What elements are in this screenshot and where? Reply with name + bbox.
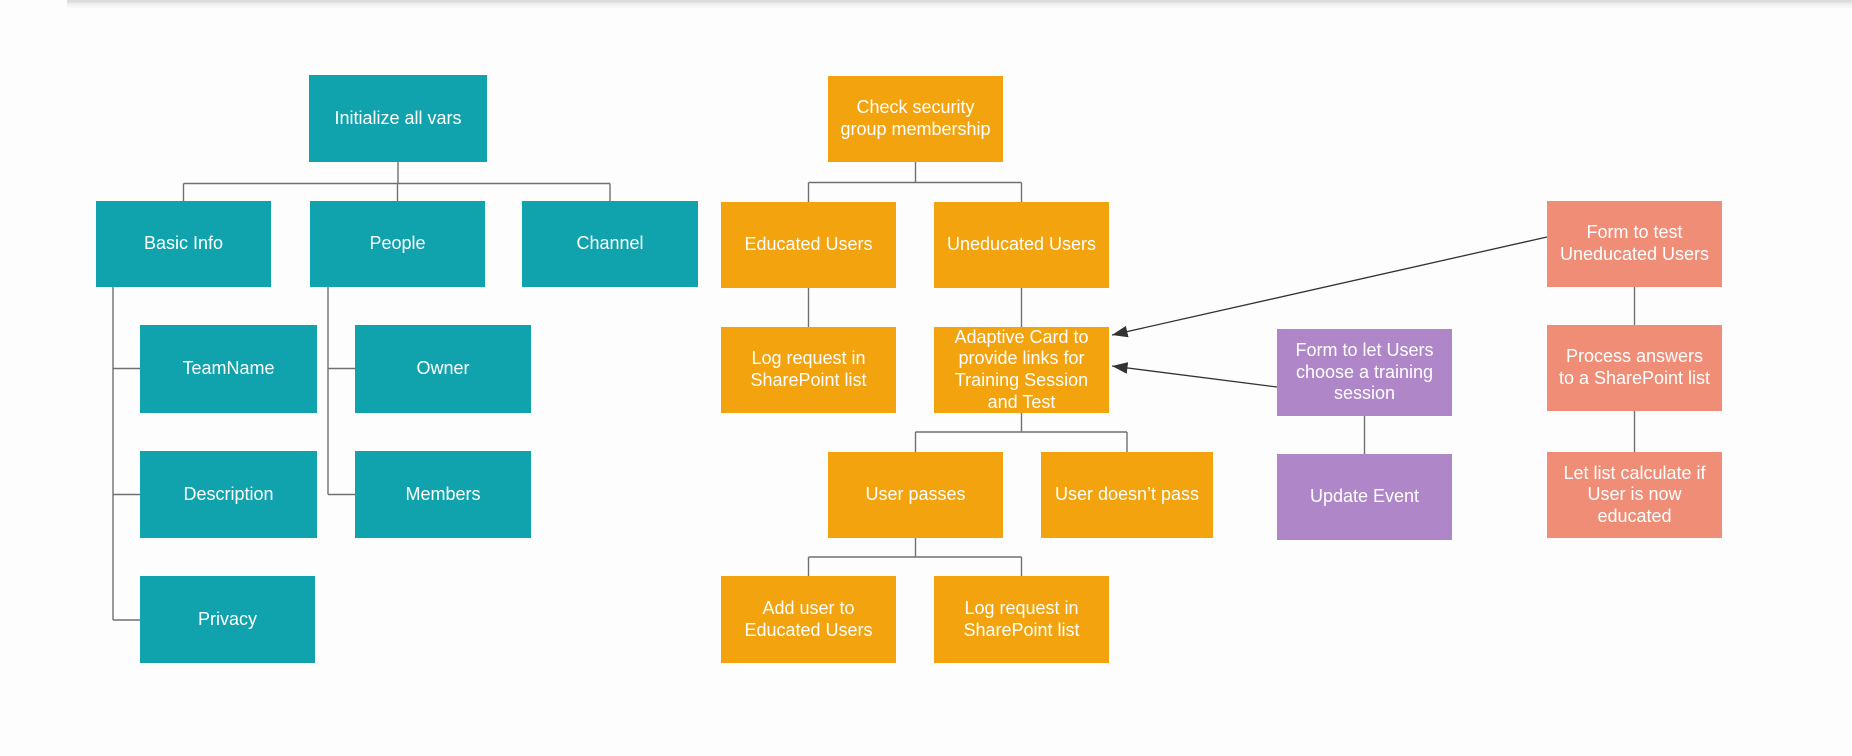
node-add-user-to-educated-users[interactable]: Add user to Educated Users (721, 576, 896, 663)
node-initialize-all-vars[interactable]: Initialize all vars (309, 75, 487, 162)
node-log-request-sharepoint-educated[interactable]: Log request in SharePoint list (721, 327, 896, 413)
node-description[interactable]: Description (140, 451, 317, 538)
node-basic-info[interactable]: Basic Info (96, 201, 271, 287)
node-process-answers-sharepoint[interactable]: Process answers to a SharePoint list (1547, 325, 1722, 411)
node-form-choose-training-session[interactable]: Form to let Users choose a training sess… (1277, 329, 1452, 416)
node-log-request-sharepoint-passed[interactable]: Log request in SharePoint list (934, 576, 1109, 663)
node-check-security-group-membership[interactable]: Check security group membership (828, 76, 1003, 162)
node-channel[interactable]: Channel (522, 201, 698, 287)
node-people[interactable]: People (310, 201, 485, 287)
node-adaptive-card-training-links[interactable]: Adaptive Card to provide links for Train… (934, 327, 1109, 413)
node-members[interactable]: Members (355, 451, 531, 538)
node-let-list-calculate-educated[interactable]: Let list calculate if User is now educat… (1547, 452, 1722, 538)
arrow-form-choose-to-adaptive-card (1111, 362, 1278, 388)
node-owner[interactable]: Owner (355, 325, 531, 413)
node-form-test-uneducated-users[interactable]: Form to test Uneducated Users (1547, 201, 1722, 287)
node-educated-users[interactable]: Educated Users (721, 202, 896, 288)
node-update-event[interactable]: Update Event (1277, 454, 1452, 540)
node-teamname[interactable]: TeamName (140, 325, 317, 413)
arrow-form-test-to-adaptive-card (1111, 236, 1548, 338)
node-user-doesnt-pass[interactable]: User doesn’t pass (1041, 452, 1213, 538)
node-user-passes[interactable]: User passes (828, 452, 1003, 538)
node-privacy[interactable]: Privacy (140, 576, 315, 663)
node-uneducated-users[interactable]: Uneducated Users (934, 202, 1109, 288)
